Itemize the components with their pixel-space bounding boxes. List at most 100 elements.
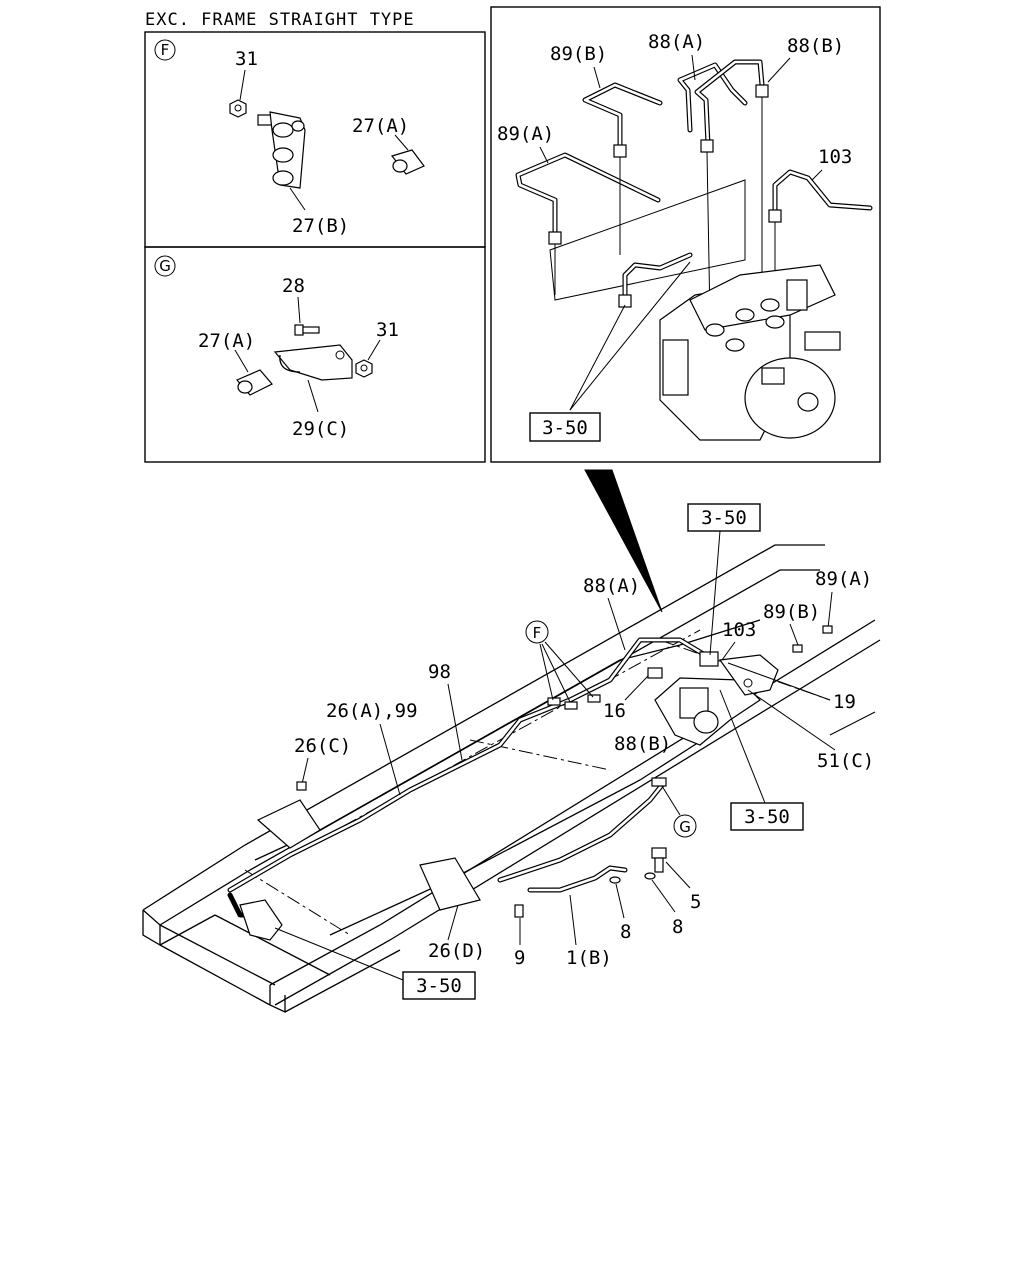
detail-f-marker-circle [154,39,176,61]
connector-27a-f [390,149,425,175]
left-rail-bottom [159,914,216,946]
bolt-16 [647,667,663,679]
joint-f-3 [587,694,601,703]
label-98: 98 [428,661,451,683]
hcu-label-88b: 88(B) [787,35,844,57]
leader-8b [651,879,676,913]
joint-g [651,777,667,787]
label-16: 16 [603,700,626,722]
front-crossmember-top [159,924,276,986]
leader-3-50-a [569,304,626,411]
leader-26a99 [379,723,401,796]
label-27a-g: 27(A) [198,330,255,352]
right-rail-mid-edge [274,639,881,1006]
port-2 [735,308,755,322]
right-rail-inner-line [329,734,711,936]
front-crossmember-inner [214,914,331,976]
hcu-leader-88b [767,57,791,83]
bolt-28-shank [302,326,320,334]
brake-pipe-right-run [497,782,665,883]
flex-hose-1b-inner [528,866,627,892]
callout-f-leader-3 [544,641,594,698]
pipe-clip-26c [256,799,321,849]
leader-28 [297,296,301,324]
ref-box-top [687,503,761,532]
label-28: 28 [282,275,305,297]
label-1b: 1(B) [566,947,612,969]
label-19: 19 [833,691,856,713]
label-27a-f: 27(A) [352,115,409,137]
nut-31-g-hole [360,364,368,372]
washer-8a [609,876,621,884]
joint-f-1 [547,697,561,706]
hcu-label-88a: 88(A) [648,31,705,53]
hcu-side-fitting [761,367,785,385]
hcu-leader-88a [691,54,696,81]
nut-31-f [229,99,247,118]
hcu-pipe-103-inner [773,170,872,212]
flare-nut-6 [618,294,632,308]
hcu-motor-cap [797,392,819,412]
hcu-pipe-89b-inner [583,83,662,152]
leader-27a-g [234,349,249,373]
hcu-side-bracket [662,339,689,396]
left-rail-lower-edge [142,569,820,926]
crossmember-centerline-2 [469,739,611,771]
port-4 [760,298,780,312]
fitting-89a [822,625,833,634]
brake-pipe-right-run-inner [498,783,664,882]
brake-pipe-left-run-inner [228,638,707,892]
ref-label-bottom[interactable]: 3-50 [416,975,462,997]
detail-g-marker: G [159,257,171,275]
hcu-connector [786,279,808,311]
callout-f-leader-1 [539,643,554,701]
hcu-label-103: 103 [818,146,852,168]
bracket-29c-hole [335,350,345,360]
detail-g-marker-circle [154,255,176,277]
main-chassis-drawing: F G 3-50 3-50 3-50 88(A) 89(A) 89(B) 103… [142,469,881,1014]
detail-f-marker: F [161,41,170,59]
ref-label-top[interactable]: 3-50 [701,507,747,529]
bracket-29c [273,344,353,381]
flare-nut-3 [700,139,714,153]
leader-51c [747,689,836,751]
bolt-28 [294,324,320,336]
label-8a: 8 [620,921,631,943]
nut-31-f-hole [234,104,242,112]
callout-g[interactable]: G [679,818,691,836]
hcu-leader-103 [811,169,823,181]
leader-98 [447,683,463,761]
hcu-detail-panel: 3-50 89(A) 89(B) 88(A) 88(B) 103 [490,6,881,463]
hcu-motor [744,357,836,439]
pipe-clip-26d [419,857,481,911]
label-5: 5 [690,891,701,913]
leader-103 [721,641,736,661]
front-crossmember-bottom [159,944,271,1006]
callout-f[interactable]: F [533,624,542,642]
hcu-unit [659,264,841,441]
hcu-frame-fitting [699,651,719,667]
hcu-detail-frame [490,6,881,463]
fitting-upper [272,122,294,138]
detail-g-frame [144,246,486,463]
detail-g-panel: G 28 29(C) 31 27(A) [144,246,486,463]
hcu-pipe-103 [772,169,873,213]
flare-nut-2 [613,144,627,158]
flare-nut-4 [755,84,769,98]
label-88b: 88(B) [614,733,671,755]
joint-f-2 [564,701,578,710]
hcu-frame-bolt [743,678,753,688]
left-rail-top-edge [142,544,825,911]
fitting-middle [272,147,294,163]
detail-pointer-arrow [584,469,663,613]
callout-f-circle[interactable] [525,620,549,644]
flare-nut-1 [548,231,562,245]
ref-label-mid[interactable]: 3-50 [744,806,790,828]
callout-g-circle[interactable] [673,814,697,838]
label-89b: 89(B) [763,601,820,623]
hcu-pipe-88b-inner [695,60,764,147]
leader-27a-f [394,134,409,151]
hcu-label-89b: 89(B) [550,43,607,65]
label-31-f: 31 [235,48,258,70]
hcu-pipe-88a-inner [678,63,747,132]
